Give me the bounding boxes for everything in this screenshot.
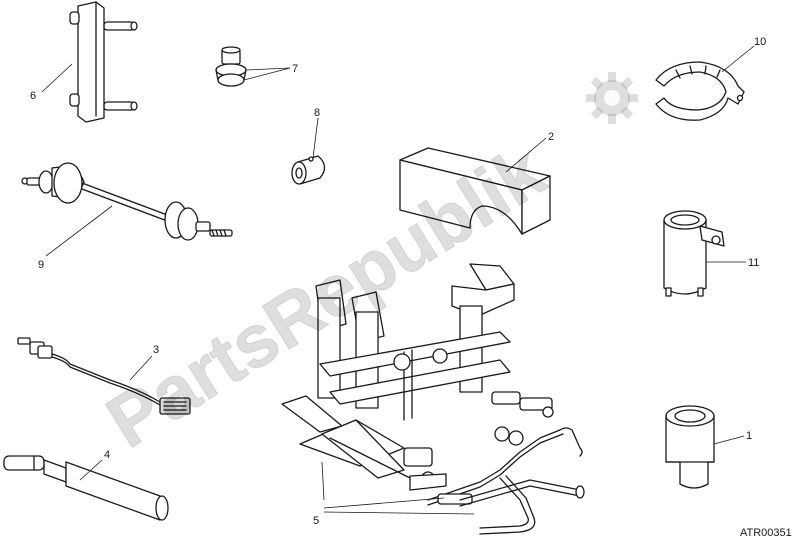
part-10-ring-spanner[interactable] [655,61,745,121]
callout-1[interactable]: 1 [746,430,752,442]
part-5-stand-jack[interactable] [281,263,585,535]
part-3-cable[interactable] [17,337,191,415]
callout-8[interactable]: 8 [314,107,320,119]
callout-labels: 6 7 8 9 2 10 11 1 3 4 5 [30,36,766,527]
callout-9[interactable]: 9 [38,259,44,271]
callout-11[interactable]: 11 [748,257,759,269]
part-4-drift[interactable] [3,455,169,521]
part-11-socket-arm[interactable] [663,210,725,297]
callout-5[interactable]: 5 [313,515,319,527]
callout-6[interactable]: 6 [30,90,36,102]
part-8-sleeve[interactable] [291,155,326,185]
part-1-socket[interactable] [665,405,715,489]
gear-icon [586,72,638,124]
callout-2[interactable]: 2 [548,131,554,143]
callout-3[interactable]: 3 [153,344,159,356]
callout-4[interactable]: 4 [104,449,110,461]
diagram-code: ATR00351 [740,527,792,539]
part-9-shaft-puller[interactable] [21,162,233,241]
callout-10[interactable]: 10 [754,36,766,48]
part-2-support-block[interactable] [399,147,551,235]
leader-lines [41,45,755,515]
part-7-plug[interactable] [215,46,247,87]
callout-7[interactable]: 7 [292,63,298,75]
part-6-pin-bracket[interactable] [69,1,138,123]
